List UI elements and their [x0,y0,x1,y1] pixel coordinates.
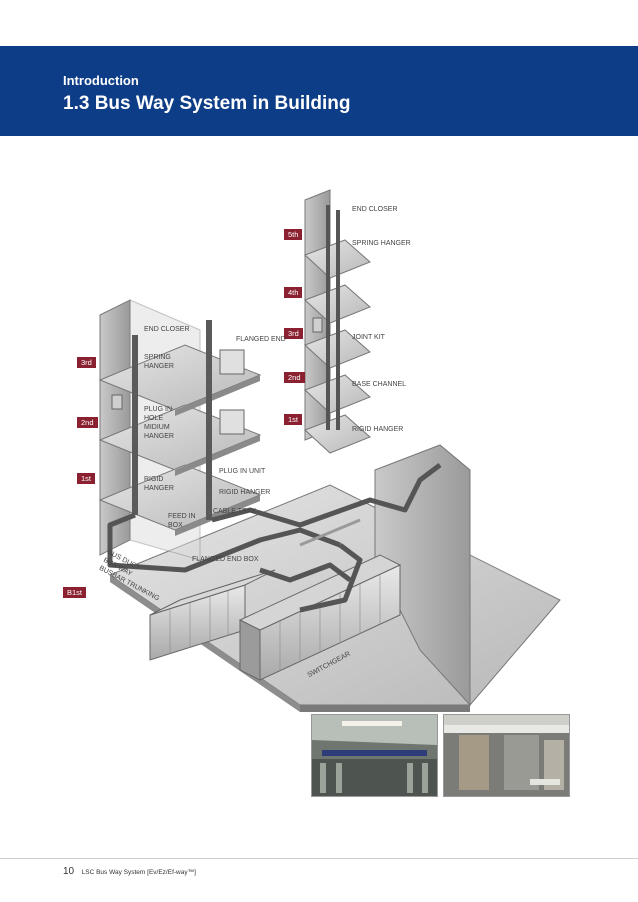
label-rigid-hanger-mid: RIGID HANGER [219,489,271,496]
floor-tag-right-1st: 1st [284,414,303,425]
floor-tag-right-3rd: 3rd [284,328,303,339]
page-title: 1.3 Bus Way System in Building [63,93,351,114]
footer-divider [0,858,638,859]
bus-duct-runs [107,463,442,613]
label-spring-hanger-right: SPRING HANGER [352,240,411,247]
label-plug-in-unit: PLUG IN UNIT [219,468,266,475]
label-rigid-hanger-right: RIGID HANGER [352,426,404,433]
floor-tag-left-3rd: 3rd [77,357,96,368]
floor-tag-left-2nd: 2nd [77,417,98,428]
page-header: Introduction 1.3 Bus Way System in Build… [0,46,638,136]
label-joint-kit: JOINT KIT [352,334,385,341]
label-end-closer-right: END CLOSER [352,206,398,213]
floor-tag-left-1st: 1st [77,473,96,484]
switchgear-row [149,554,402,681]
photo-installed-busway-2 [443,714,570,797]
floor-tag-right-5th: 5th [284,229,303,240]
label-flanged-end-box: FLANGED END BOX [192,556,259,563]
page-number: 10 [63,866,75,877]
floor-tag-right-2nd: 2nd [284,372,305,383]
page-footer: 10 LSC Bus Way System [Ev/Ez/Ef-way™] [63,866,196,877]
floor-tag-right-4th: 4th [284,287,303,298]
floor-tag-b1st: B1st [63,587,87,598]
footer-text: LSC Bus Way System [Ev/Ez/Ef-way™] [81,869,196,876]
label-cable-tray: CABLE TRAY [213,508,256,515]
section-eyebrow: Introduction [63,73,139,88]
label-end-closer-left: END CLOSER [144,326,190,333]
label-base-channel: BASE CHANNEL [352,381,407,388]
label-feed-in-box: FEED IN BOX [168,513,196,529]
label-spring-hanger-left: SPRING HANGER [144,354,174,370]
label-plug-in-hole: PLUG IN HOLE MIDIUM HANGER [144,406,174,440]
right-building [304,189,371,454]
label-rigid-hanger-left: RIGID HANGER [144,476,174,492]
label-flanged-end: FLANGED END [236,336,286,343]
cable-tray [299,518,361,547]
left-building [98,299,262,561]
photo-installed-busway-1 [311,714,438,797]
